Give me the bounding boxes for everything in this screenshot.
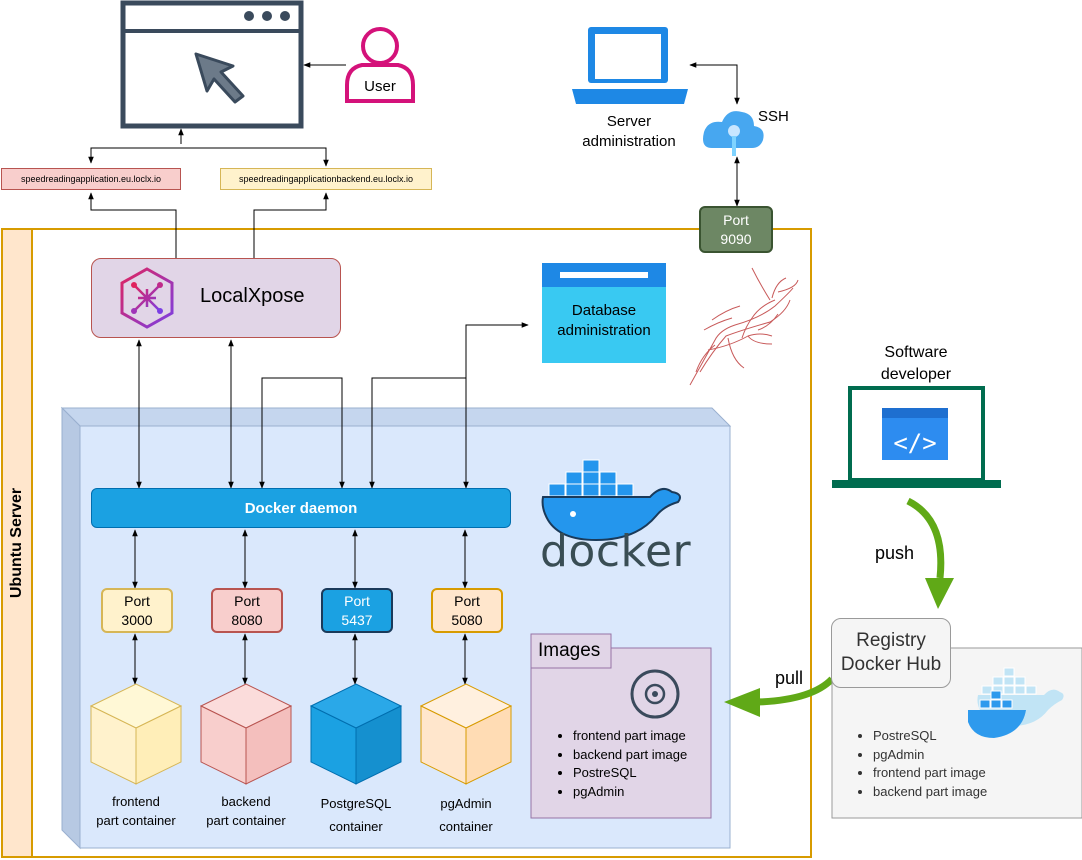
localxpose-label: LocalXpose <box>200 285 305 307</box>
container-frontend-label: frontend part container <box>96 794 176 828</box>
port-frontend-title: Port <box>124 592 150 609</box>
port-frontend-number: 3000 <box>121 611 153 628</box>
images-list-item: PostreSQL <box>573 764 687 783</box>
registry-docker-hub-box[interactable]: Registry Docker Hub <box>831 618 951 688</box>
software-dev-label: Software developer <box>880 344 952 383</box>
server-admin-label: Server administration <box>582 113 676 150</box>
frontend-url-box[interactable]: speedreadingapplication.eu.loclx.io <box>1 168 181 190</box>
port-postgres-title: Port <box>344 592 370 609</box>
container-postgres-label: PostgreSQL container <box>320 796 392 834</box>
ssh-port-title: Port <box>723 211 749 228</box>
container-backend-label: backend part container <box>206 794 286 828</box>
svg-text:</>: </> <box>893 429 936 457</box>
deer-sketch-icon <box>689 267 799 386</box>
port-frontend: Port 3000 <box>101 588 173 633</box>
registry-list-item: PostreSQL <box>873 727 987 746</box>
server-label: Ubuntu Server <box>8 487 25 599</box>
port-pgadmin-number: 5080 <box>451 611 483 628</box>
port-backend: Port 8080 <box>211 588 283 633</box>
ssh-label: SSH <box>758 108 789 125</box>
db-admin-window[interactable]: Database administration <box>542 263 666 363</box>
images-list-item: frontend part image <box>573 727 687 746</box>
ssh-port-number: 9090 <box>720 230 752 247</box>
port-pgadmin: Port 5080 <box>431 588 503 633</box>
registry-list: PostreSQL pgAdmin frontend part image ba… <box>851 727 987 801</box>
images-list: frontend part image backend part image P… <box>551 727 687 801</box>
ssh-port-badge: Port 9090 <box>699 206 773 253</box>
db-admin-bar-line <box>560 272 648 278</box>
localxpose-box[interactable]: LocalXpose <box>91 258 341 338</box>
db-admin-titlebar <box>542 263 666 287</box>
frontend-cube-icon <box>89 683 183 785</box>
registry-list-item: backend part image <box>873 783 987 802</box>
user-label: User <box>364 77 396 95</box>
images-list-item: backend part image <box>573 746 687 765</box>
docker-logo-text: docker <box>540 526 692 577</box>
pull-label: pull <box>775 668 804 688</box>
docker-daemon-bar[interactable]: Docker daemon <box>91 488 511 528</box>
images-title: Images <box>538 640 601 661</box>
port-postgres-number: 5437 <box>341 611 373 628</box>
backend-url-box[interactable]: speedreadingapplicationbackend.eu.loclx.… <box>220 168 432 190</box>
push-label: push <box>875 543 915 563</box>
pgadmin-cube-icon <box>419 683 513 785</box>
port-backend-title: Port <box>234 592 260 609</box>
port-pgadmin-title: Port <box>454 592 480 609</box>
container-pgadmin-label: pgAdmin container <box>439 796 493 834</box>
images-list-item: pgAdmin <box>573 783 687 802</box>
port-backend-number: 8080 <box>231 611 263 628</box>
registry-list-item: pgAdmin <box>873 746 987 765</box>
port-postgres: Port 5437 <box>321 588 393 633</box>
db-admin-label: Database administration <box>557 302 651 339</box>
localxpose-logo-icon <box>120 267 174 329</box>
registry-list-item: frontend part image <box>873 764 987 783</box>
backend-cube-icon <box>199 683 293 785</box>
server-label-strip: Ubuntu Server <box>2 229 32 857</box>
postgres-cube-icon <box>309 683 403 785</box>
